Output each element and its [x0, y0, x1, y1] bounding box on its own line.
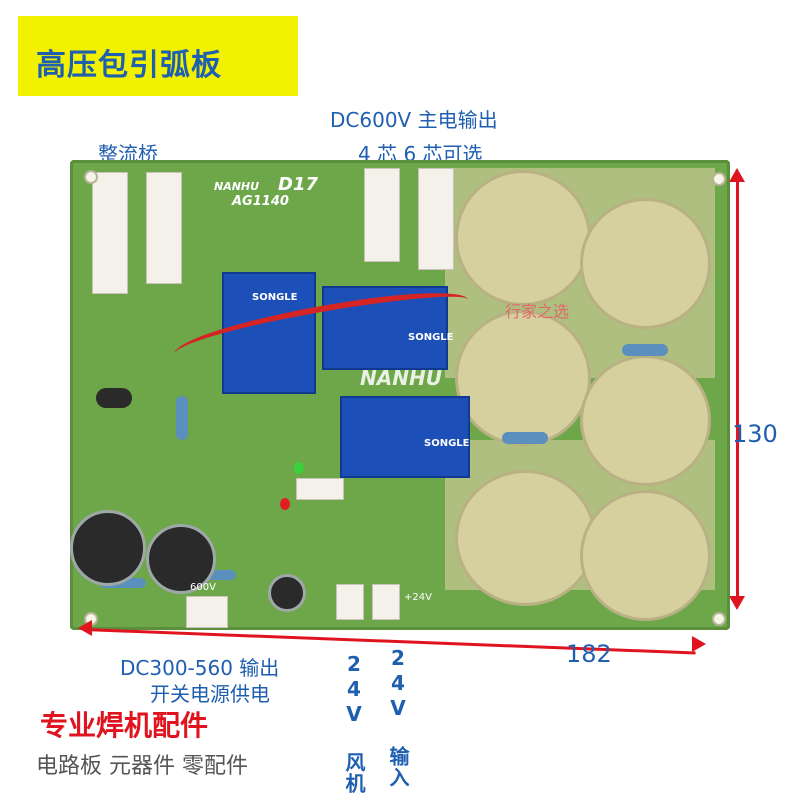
arrow-down-icon	[729, 596, 745, 610]
input-connector	[372, 584, 400, 620]
large-capacitor	[455, 470, 596, 606]
large-capacitor	[455, 310, 591, 446]
brand-marking: NANHU	[214, 180, 260, 193]
dc-output-label: DC300-560 输出	[120, 656, 280, 680]
arrow-right-icon	[692, 636, 706, 652]
product-title: 高压包引弧板	[36, 48, 222, 83]
connector-voltage-marking: 600V	[190, 582, 216, 593]
output-connector	[364, 168, 400, 262]
resistor	[100, 578, 146, 588]
resistor	[622, 344, 668, 356]
mounting-hole	[84, 170, 98, 184]
relay	[222, 272, 316, 394]
height-dimension-line	[736, 176, 739, 600]
model-marking: AG1140	[232, 194, 289, 209]
red-led	[280, 498, 290, 510]
large-capacitor	[580, 355, 711, 486]
height-value: 130	[732, 420, 778, 448]
electrolytic-capacitor	[146, 524, 216, 594]
code-marking: D17	[278, 174, 318, 195]
fan-24v-label: 24V 风机	[342, 652, 366, 794]
power-connector	[186, 596, 228, 628]
relay	[340, 396, 470, 478]
watermark-text: 行家之选	[505, 302, 570, 321]
small-connector	[296, 478, 344, 500]
resistor	[196, 570, 236, 580]
rectifier-connector	[146, 172, 182, 284]
electrolytic-capacitor	[268, 574, 306, 612]
large-capacitor	[580, 490, 711, 621]
resistor	[176, 396, 188, 440]
title-banner	[18, 16, 298, 96]
width-value: 182	[566, 640, 612, 668]
electrolytic-capacitor	[70, 510, 146, 586]
watermark-logo: NANHU	[360, 366, 442, 390]
relay	[322, 286, 448, 370]
inductor	[96, 388, 132, 408]
green-led	[294, 462, 304, 474]
mounting-hole	[712, 172, 726, 186]
main-output-label: DC600V 主电输出	[330, 108, 498, 132]
relay-brand: SONGLE	[424, 438, 470, 449]
input-24v-label: 24V 输入	[386, 646, 410, 788]
terminal-marking: +24V	[404, 592, 432, 603]
arrow-left-icon	[78, 620, 92, 636]
relay-brand: SONGLE	[408, 332, 454, 343]
mounting-hole	[712, 612, 726, 626]
rectifier-connector	[92, 172, 128, 294]
category-text: 电路板 元器件 零配件	[36, 754, 248, 779]
promo-text: 专业焊机配件	[40, 709, 209, 742]
large-capacitor	[580, 198, 711, 329]
resistor	[502, 432, 548, 444]
relay-brand: SONGLE	[252, 292, 298, 303]
large-capacitor	[455, 170, 591, 306]
arrow-up-icon	[729, 168, 745, 182]
output-connector	[418, 168, 454, 270]
fan-connector	[336, 584, 364, 620]
switching-supply-label: 开关电源供电	[150, 682, 270, 706]
